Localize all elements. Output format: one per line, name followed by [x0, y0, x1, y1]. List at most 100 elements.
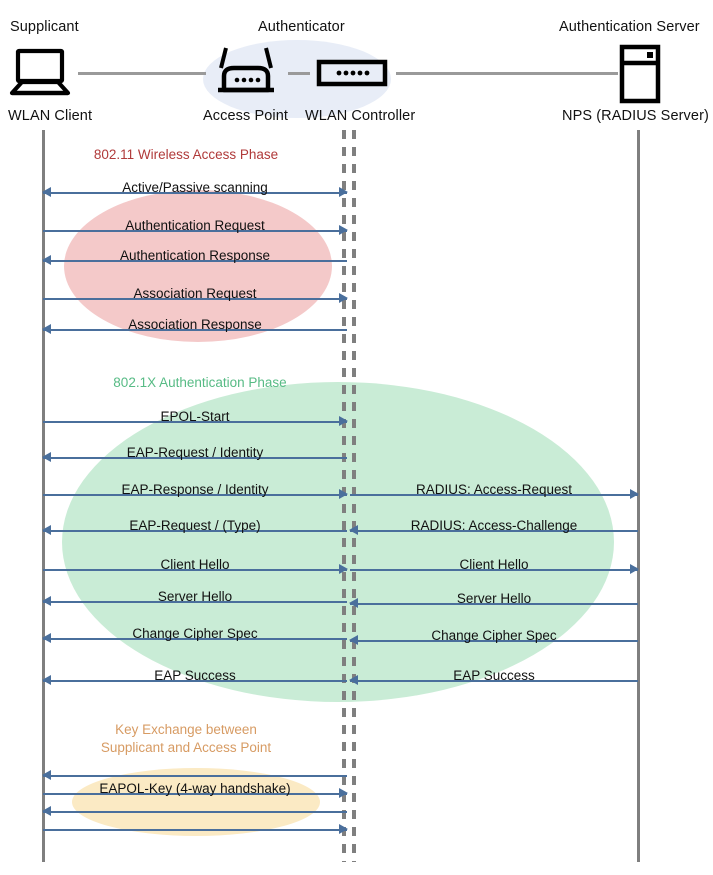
message-label: Change Cipher Spec	[431, 628, 557, 643]
message-line	[43, 530, 347, 532]
message-label: EAP Success	[154, 668, 236, 683]
message-line	[43, 260, 347, 262]
message-label: Authentication Request	[125, 218, 265, 233]
arrowhead-left-icon	[42, 324, 51, 334]
phase-label-key-exchange: Key Exchange between Supplicant and Acce…	[0, 721, 372, 757]
message-line	[43, 811, 347, 813]
message-line	[43, 421, 347, 423]
message-line	[43, 793, 347, 795]
message-line	[43, 457, 347, 459]
message-line	[350, 680, 638, 682]
arrowhead-left-icon	[42, 806, 51, 816]
actor-label-wlan-controller: WLAN Controller	[305, 108, 416, 124]
message-server-hello-right: Server Hello	[349, 591, 638, 613]
message-line	[350, 530, 638, 532]
message-authentication-response: Authentication Response	[42, 248, 347, 270]
arrowhead-left-icon	[42, 525, 51, 535]
message-label: EAP Success	[453, 668, 535, 683]
message-server-hello-left: Server Hello	[42, 589, 347, 611]
arrowhead-right-icon	[339, 416, 348, 426]
actor-label-wlan-client: WLAN Client	[8, 108, 93, 124]
arrowhead-left-icon	[42, 633, 51, 643]
message-label: Change Cipher Spec	[132, 626, 258, 641]
phase-label-key-exchange-line2: Supplicant and Access Point	[100, 740, 272, 755]
actor-role-supplicant: Supplicant	[10, 19, 79, 35]
message-eap-success-right: EAP Success	[349, 668, 638, 690]
message-line	[350, 603, 638, 605]
authenticator-group-highlight	[203, 40, 391, 118]
message-eapol-key-2: EAPOL-Key (4-way handshake)	[43, 781, 348, 802]
message-line	[43, 638, 347, 640]
actor-label-access-point: Access Point	[203, 108, 289, 124]
lifeline-authenticator-b	[352, 130, 356, 862]
message-label: Client Hello	[160, 557, 230, 572]
arrowhead-left-icon	[42, 452, 51, 462]
message-label: EAP-Request / (Type)	[129, 518, 261, 533]
message-eapol-key-4	[43, 820, 348, 838]
arrowhead-left-icon	[42, 255, 51, 265]
arrowhead-right-icon	[339, 293, 348, 303]
arrowhead-right-icon	[630, 564, 639, 574]
server-tower-icon	[618, 44, 662, 109]
laptop-icon	[8, 48, 74, 103]
message-label: EAP-Response / Identity	[121, 482, 269, 497]
message-label: Association Request	[133, 286, 257, 301]
message-eap-request-type: EAP-Request / (Type)	[42, 518, 347, 540]
message-line	[43, 569, 347, 571]
arrowhead-right-icon	[339, 788, 348, 798]
arrowhead-right-icon	[339, 824, 348, 834]
arrowhead-left-icon	[42, 770, 51, 780]
message-label: RADIUS: Access-Challenge	[410, 518, 578, 533]
phase-label-80211: 802.11 Wireless Access Phase	[93, 147, 279, 162]
phase-label-key-exchange-line1: Key Exchange between	[115, 722, 257, 737]
message-epol-start: EPOL-Start	[43, 409, 348, 431]
arrowhead-right-icon	[339, 489, 348, 499]
phase-blob-key-exchange	[72, 768, 320, 836]
message-eapol-key-1	[42, 766, 347, 784]
message-label: Active/Passive scanning	[122, 180, 268, 195]
message-change-cipher-spec-left: Change Cipher Spec	[42, 626, 347, 648]
message-association-response: Association Response	[42, 317, 347, 339]
message-label: EPOL-Start	[160, 409, 230, 424]
wire-client-to-ap	[78, 72, 206, 75]
message-client-hello-right: Client Hello	[350, 557, 639, 579]
controller-box-icon	[316, 59, 388, 92]
message-line	[43, 601, 347, 603]
message-label: Client Hello	[459, 557, 529, 572]
message-line	[350, 494, 638, 496]
message-line	[350, 640, 638, 642]
message-client-hello-left: Client Hello	[43, 557, 348, 579]
phase-blob-8021x	[62, 382, 614, 702]
arrowhead-left-icon	[349, 525, 358, 535]
arrowhead-left-icon	[42, 675, 51, 685]
actor-role-auth-server: Authentication Server	[559, 19, 700, 35]
arrowhead-left-icon	[42, 187, 51, 197]
arrowhead-right-icon	[339, 225, 348, 235]
actor-label-nps-radius-server: NPS (RADIUS Server)	[562, 108, 709, 124]
arrowhead-left-icon	[349, 598, 358, 608]
message-line	[350, 569, 638, 571]
wire-controller-to-server	[396, 72, 618, 75]
message-line	[43, 298, 347, 300]
message-line	[43, 494, 347, 496]
message-eap-success-left: EAP Success	[42, 668, 347, 690]
arrowhead-left-icon	[349, 635, 358, 645]
message-label: Server Hello	[456, 591, 532, 606]
actor-role-authenticator: Authenticator	[258, 19, 345, 35]
wireless-router-icon	[214, 44, 278, 103]
message-line	[43, 329, 347, 331]
message-eap-request-identity: EAP-Request / Identity	[42, 445, 347, 467]
arrowhead-right-icon	[339, 564, 348, 574]
message-label: RADIUS: Access-Request	[415, 482, 573, 497]
message-eap-response-identity: EAP-Response / Identity	[43, 482, 348, 504]
message-change-cipher-spec-right: Change Cipher Spec	[349, 628, 638, 650]
message-active-passive-scanning: Active/Passive scanning	[42, 180, 348, 202]
message-label: EAPOL-Key (4-way handshake)	[99, 781, 291, 796]
lifeline-supplicant	[42, 130, 45, 862]
message-label: Association Response	[128, 317, 262, 332]
message-line	[43, 680, 347, 682]
message-line	[43, 829, 347, 831]
message-radius-access-challenge: RADIUS: Access-Challenge	[349, 518, 638, 540]
message-label: Authentication Response	[119, 248, 271, 263]
message-radius-access-request: RADIUS: Access-Request	[350, 482, 639, 504]
